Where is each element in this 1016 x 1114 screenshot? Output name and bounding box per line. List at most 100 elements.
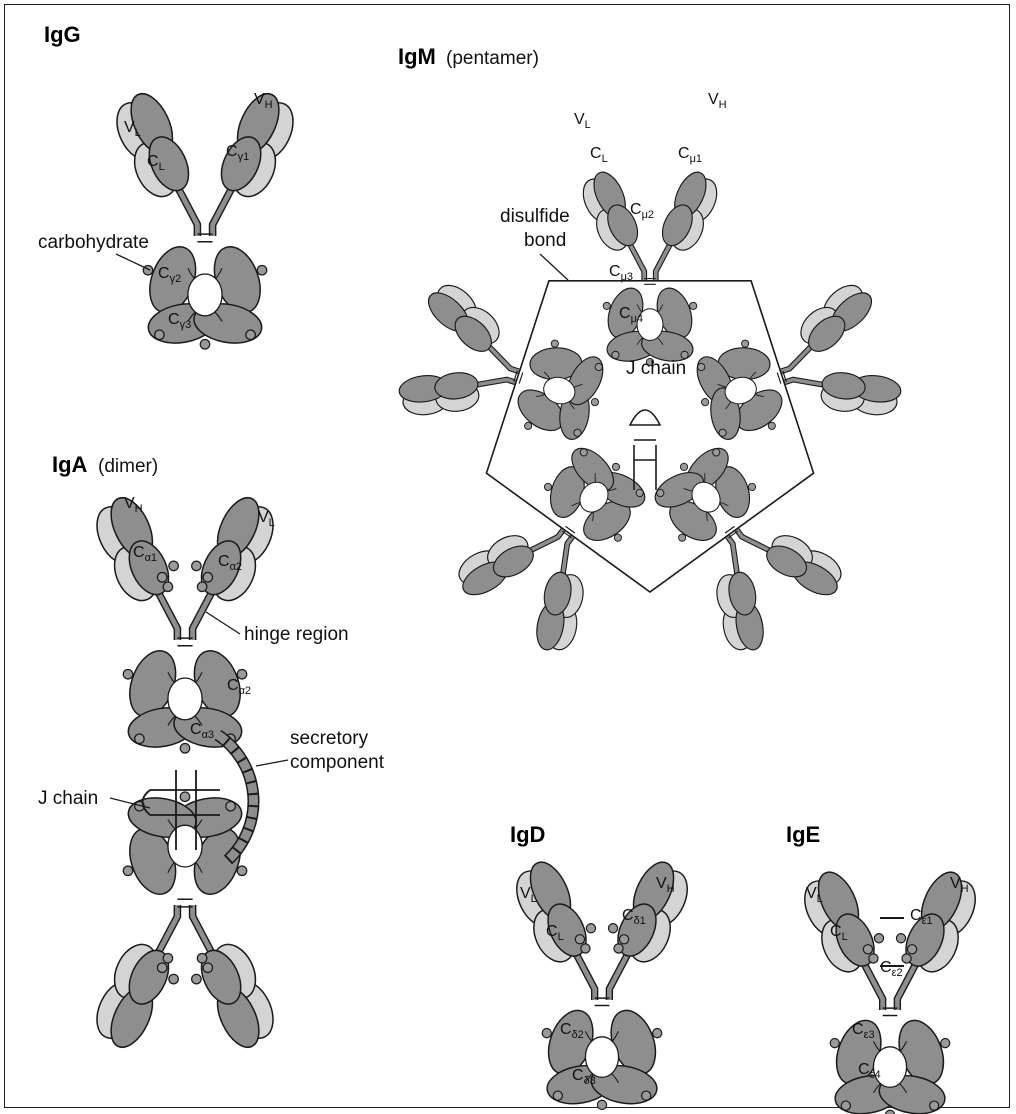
ige-c4-label-subscript: ε4 [870, 1069, 881, 1081]
carbohydrate-dot [203, 963, 213, 973]
carbohydrate-dot [257, 265, 267, 275]
carbohydrate-dot [586, 924, 595, 933]
iga-secretory-label-2: component [290, 752, 385, 773]
iga-c1-label-subscript: α1 [145, 552, 157, 564]
carbohydrate-dot [575, 935, 584, 944]
carbohydrate-dot [197, 953, 207, 963]
carbohydrate-dot [642, 1091, 651, 1100]
ige-c2-label-letter: C [880, 959, 892, 976]
igg-vl-label-subscript: L [135, 127, 141, 139]
igg-c3-label-subscript: γ3 [180, 319, 192, 331]
carbohydrate-dot [619, 935, 628, 944]
iga-secretory-label-1: secretory [290, 728, 369, 749]
carbohydrate-dot [830, 1039, 839, 1048]
carbohydrate-dot [123, 866, 133, 876]
igd-c2-label-subscript: δ2 [572, 1029, 584, 1041]
igg-c2-label-subscript: γ2 [170, 273, 182, 285]
iga-vh-label-letter: V [124, 495, 135, 512]
carbohydrate-dot [679, 462, 689, 472]
fc-hole [168, 678, 202, 720]
iga-hinge-leader [206, 612, 240, 634]
iga-subtitle: (dimer) [98, 456, 158, 477]
igd-c3-label-letter: C [572, 1067, 584, 1084]
igm-disulfide-leader [540, 254, 568, 280]
carbohydrate-dot [690, 302, 697, 309]
igg-carbohydrate-label: carbohydrate [38, 232, 149, 253]
igm-c3-label-subscript: μ3 [621, 271, 633, 283]
carbohydrate-dot [701, 398, 710, 407]
carbohydrate-dot [237, 669, 247, 679]
carbohydrate-dot [841, 1101, 850, 1110]
carbohydrate-dot [123, 669, 133, 679]
iga-c2-label-letter: C [218, 553, 230, 570]
carbohydrate-dot [163, 953, 173, 963]
carbohydrate-dot [603, 302, 610, 309]
carbohydrate-dot [197, 582, 207, 592]
igg-cl-label-letter: C [147, 153, 159, 170]
igd-title: IgD [510, 822, 545, 847]
igd-vh-label-letter: V [656, 875, 667, 892]
igg-cl-label-subscript: L [159, 161, 165, 173]
igd-c2-label-letter: C [560, 1021, 572, 1038]
igm-cl-label-subscript: L [602, 153, 608, 165]
igm-c1-label: Cμ1 [678, 145, 702, 165]
carbohydrate-dot [180, 792, 190, 802]
iga-c3-label-subscript: α3 [202, 729, 214, 741]
fc-hole [585, 1037, 618, 1077]
ige-c1-label-letter: C [910, 907, 922, 924]
ige-vh-label-subscript: H [961, 883, 969, 895]
igd-c3-label-subscript: δ3 [584, 1075, 596, 1087]
igg-carbohydrate-leader [116, 254, 150, 270]
iga-secretory-leader [256, 760, 288, 766]
carbohydrate-dot [203, 573, 213, 583]
carbohydrate-dot [874, 934, 883, 943]
carbohydrate-dot [741, 339, 750, 348]
carbohydrate-dot [597, 1100, 606, 1109]
carbohydrate-dot [612, 351, 619, 358]
hinge-right-outline [530, 521, 563, 559]
igm-monomer-2 [679, 272, 913, 472]
carbohydrate-dot [863, 945, 872, 954]
carbohydrate-dot [542, 1029, 551, 1038]
igm-vh-label-subscript: H [719, 99, 727, 111]
iga-c1-label-letter: C [133, 544, 145, 561]
igm-c3-label: Cμ3 [609, 263, 633, 283]
ige-vl-label-subscript: L [817, 893, 823, 905]
igg-c1-label-subscript: γ1 [238, 151, 250, 163]
iga-vl-label-subscript: L [269, 517, 275, 529]
iga-title: IgA [52, 452, 88, 477]
igd-c1-label-letter: C [622, 907, 634, 924]
carbohydrate-dot [237, 866, 247, 876]
igm-vl-label-subscript: L [585, 119, 591, 131]
igm-title: IgM [398, 44, 436, 69]
igg-vh-label-letter: V [254, 91, 265, 108]
igm-monomer-3 [623, 421, 858, 667]
carbohydrate-dot [653, 1029, 662, 1038]
carbohydrate-dot [553, 1091, 562, 1100]
igd-vh-label-subscript: H [667, 883, 675, 895]
carbohydrate-dot [614, 944, 623, 953]
igg-title: IgG [44, 22, 81, 47]
iga-c2b-label-letter: C [227, 677, 239, 694]
igm-j-chain-bonds [634, 440, 656, 460]
ige-c1-label-subscript: ε1 [922, 915, 933, 927]
carbohydrate-dot [941, 1039, 950, 1048]
fc-hole [188, 274, 222, 316]
igg-c1-label-letter: C [226, 143, 238, 160]
iga-c2b-label-subscript: α2 [239, 685, 251, 697]
igg-c2-label-letter: C [158, 265, 170, 282]
igd-vl-label-subscript: L [531, 893, 537, 905]
carbohydrate-dot [590, 398, 599, 407]
fc-hole [168, 825, 202, 867]
carbohydrate-dot [135, 734, 145, 744]
igm-j-chain [630, 410, 660, 490]
iga-c3-label-letter: C [190, 721, 202, 738]
iga-group: IgA (dimer) hinge region secretory compo… [38, 452, 385, 809]
iga-vh-label-subscript: H [135, 503, 143, 515]
carbohydrate-dot [608, 924, 617, 933]
igg-vh-label-subscript: H [265, 99, 273, 111]
ige-vh-label-letter: V [950, 875, 961, 892]
carbohydrate-dot [155, 330, 165, 340]
igm-c4-label-letter: C [619, 305, 631, 322]
